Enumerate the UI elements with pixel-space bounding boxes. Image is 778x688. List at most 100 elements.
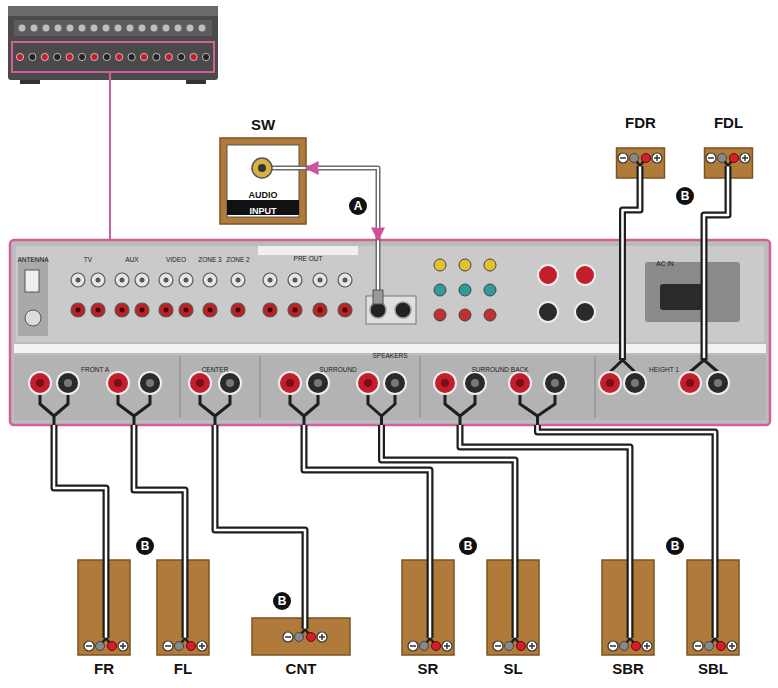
label-slot: CENTER — [202, 358, 229, 376]
callout-letter: B — [273, 592, 291, 610]
plus-symbol — [197, 641, 207, 651]
speaker-cable — [704, 178, 728, 240]
terminal-hole — [714, 379, 722, 387]
cable-core — [714, 560, 717, 638]
label-slot: VIDEO — [166, 248, 186, 266]
jack — [163, 25, 170, 32]
rca-pin — [236, 308, 241, 313]
speaker-name: CNT — [286, 660, 317, 678]
terminal-hole — [606, 379, 614, 387]
minus-symbol — [708, 157, 714, 159]
cable — [272, 166, 306, 171]
video-jack — [459, 259, 471, 271]
speakers-strip — [14, 344, 766, 353]
speaker-box — [705, 148, 753, 178]
plus-symbol — [317, 632, 327, 642]
rca-jack — [135, 303, 149, 317]
jack — [115, 25, 122, 32]
speaker-terminal — [107, 372, 129, 394]
cable — [182, 560, 189, 638]
speaker-name: FL — [174, 660, 192, 678]
speaker-terminal — [599, 372, 621, 394]
divider — [260, 356, 261, 418]
plus-symbol — [118, 641, 128, 651]
video-jack — [484, 284, 496, 296]
speaker-name: SR — [418, 660, 439, 678]
speaker-terminal — [432, 642, 441, 651]
panel-label: SPEAKERS — [372, 352, 407, 360]
rca-jack — [313, 273, 327, 287]
speaker: SR — [402, 560, 454, 655]
label-slot: ZONE 2 — [226, 248, 249, 266]
rca-jack — [159, 273, 173, 287]
speaker-terminal — [202, 53, 209, 60]
speaker-cable — [54, 425, 106, 560]
cable — [637, 166, 644, 178]
minus-symbol — [495, 645, 501, 647]
speaker-terminal — [29, 372, 51, 394]
rca-jack — [313, 303, 327, 317]
text-slot: SBL — [687, 660, 739, 678]
speaker-terminal — [139, 372, 161, 394]
plus-symbol — [319, 634, 325, 640]
rca-pin — [96, 278, 101, 283]
speaker-terminal — [718, 154, 727, 163]
cable-core — [382, 425, 516, 560]
rear-panel — [10, 240, 770, 425]
cable-core — [304, 618, 307, 629]
label-slot: PRE OUT — [294, 247, 323, 265]
wire — [290, 394, 318, 425]
cable-core — [54, 425, 106, 560]
speaker-cable — [215, 425, 305, 618]
terminal-hole — [551, 379, 559, 387]
audio-input-jack — [252, 158, 272, 178]
panel-label: PRE OUT — [294, 255, 323, 263]
speaker-terminal — [505, 642, 514, 651]
speaker-terminal — [153, 53, 160, 60]
details — [16, 25, 750, 652]
jack — [91, 25, 98, 32]
speaker-box — [487, 560, 539, 655]
speaker-cable — [304, 425, 430, 560]
speaker-terminal — [108, 642, 117, 651]
jack — [199, 25, 206, 32]
cable-core — [704, 178, 728, 240]
binding-post — [575, 265, 595, 285]
speaker-box — [602, 560, 654, 655]
panel-label: ANTENNA — [17, 256, 48, 264]
rca-jack — [231, 303, 245, 317]
wire — [40, 394, 68, 425]
label-slot: TV — [84, 248, 92, 266]
rca-pin — [140, 278, 145, 283]
speaker-terminal — [717, 642, 726, 651]
cable-core — [621, 240, 624, 358]
subwoofer-jack — [395, 302, 411, 318]
speaker-name: SBR — [612, 660, 644, 678]
rca-pin — [268, 278, 273, 283]
speaker-terminal — [624, 372, 646, 394]
terminal-hole — [516, 379, 524, 387]
cable-core — [629, 560, 632, 638]
rca-pin — [120, 278, 125, 283]
jack — [187, 25, 194, 32]
speaker: FL — [157, 560, 209, 655]
plus-symbol — [442, 641, 452, 651]
plus-symbol — [729, 643, 735, 649]
wire — [690, 360, 718, 372]
rca-pin — [318, 308, 323, 313]
speaker-box — [252, 618, 350, 655]
label-slot: ZONE 3 — [198, 248, 221, 266]
minus-symbol — [408, 641, 418, 651]
text-slot: INPUT — [220, 200, 306, 219]
speaker-box — [687, 560, 739, 655]
rca-jack — [179, 273, 193, 287]
speaker-terminal — [175, 642, 184, 651]
plus-symbol — [529, 643, 535, 649]
rca-jack — [91, 273, 105, 287]
antenna-jack — [25, 310, 41, 326]
speaker-terminal — [165, 53, 172, 60]
input-area — [16, 246, 764, 342]
rca-pin — [208, 308, 213, 313]
jack — [175, 25, 182, 32]
